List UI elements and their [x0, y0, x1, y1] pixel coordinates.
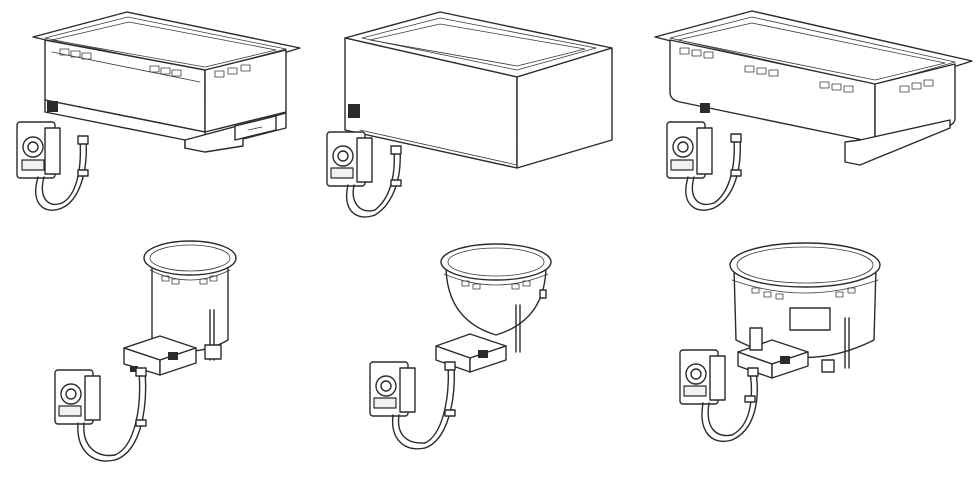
element-box — [435, 333, 507, 373]
control-box — [679, 349, 726, 405]
well-body — [440, 243, 552, 353]
well-body — [344, 11, 613, 169]
control-box — [369, 361, 416, 417]
round-well-unit-2 — [369, 243, 552, 450]
round-well-unit-3 — [679, 242, 881, 442]
drain-hose — [685, 133, 742, 211]
rect-well-unit-3 — [654, 10, 973, 211]
control-box — [666, 121, 713, 179]
well-body — [729, 242, 881, 369]
rect-well-unit-2 — [326, 11, 613, 218]
element-box — [123, 335, 222, 376]
drain-hose — [701, 367, 759, 442]
control-box — [326, 131, 373, 187]
drain-hose — [35, 135, 89, 211]
well-body — [143, 240, 237, 361]
control-box — [54, 369, 101, 425]
drain-hose — [391, 361, 456, 450]
round-well-unit-1 — [54, 240, 237, 462]
drain-hose — [77, 367, 147, 462]
rect-well-unit-1 — [16, 11, 301, 211]
drain-hose — [346, 145, 402, 218]
well-body — [654, 10, 973, 166]
element-box — [737, 327, 835, 379]
control-box — [16, 121, 61, 179]
well-body — [32, 11, 301, 153]
